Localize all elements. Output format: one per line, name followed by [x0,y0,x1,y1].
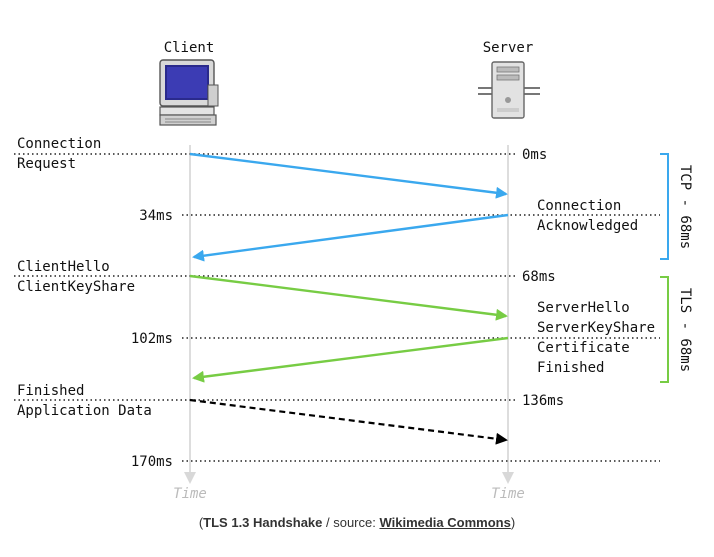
caption-separator: / source: [322,515,380,530]
client-computer-icon [159,59,219,126]
tcp-phase-label: TCP - 68ms [677,165,693,249]
timestamp-34ms: 34ms [139,208,173,224]
caption-close-paren: ) [510,515,516,530]
timestamp-68ms: 68ms [522,269,556,285]
arrow-client-hello [189,274,508,321]
server-hello-line1: ServerHello [537,300,630,316]
server-time-label: Time [491,486,525,502]
server-hello-line3: Certificate [537,340,630,356]
time-gridlines [14,153,660,462]
arrow-server-hello [192,336,509,383]
finished-line1: Finished [17,383,84,399]
arrow-connection-request [189,152,508,199]
server-hello-line2: ServerKeyShare [537,320,655,336]
connection-request-line1: Connection [17,136,101,152]
timestamp-102ms: 102ms [131,331,173,347]
tls-phase-bracket [660,276,669,383]
finished-line2: Application Data [17,403,152,419]
client-label: Client [164,40,215,56]
figure-caption: (TLS 1.3 Handshake / source: Wikimedia C… [0,515,714,530]
caption-source-link[interactable]: Wikimedia Commons [379,515,511,530]
connection-ack-line1: Connection [537,198,621,214]
arrow-connection-ack [192,213,509,262]
connection-request-line2: Request [17,156,76,172]
caption-open-paren: ( [198,515,204,530]
connection-ack-line2: Acknowledged [537,218,638,234]
server-hello-line4: Finished [537,360,604,376]
server-icon [478,61,540,119]
tcp-phase-bracket [660,153,669,260]
timestamp-0ms: 0ms [522,147,547,163]
server-time-arrow-icon [502,472,514,484]
server-label: Server [483,40,534,56]
tls-phase-label: TLS - 68ms [677,288,693,372]
caption-title: TLS 1.3 Handshake [203,515,323,530]
client-hello-line1: ClientHello [17,259,110,275]
timestamp-136ms: 136ms [522,393,564,409]
client-time-label: Time [173,486,207,502]
arrow-application-data [189,398,508,445]
client-time-arrow-icon [184,472,196,484]
client-hello-line2: ClientKeyShare [17,279,135,295]
timestamp-170ms: 170ms [131,454,173,470]
